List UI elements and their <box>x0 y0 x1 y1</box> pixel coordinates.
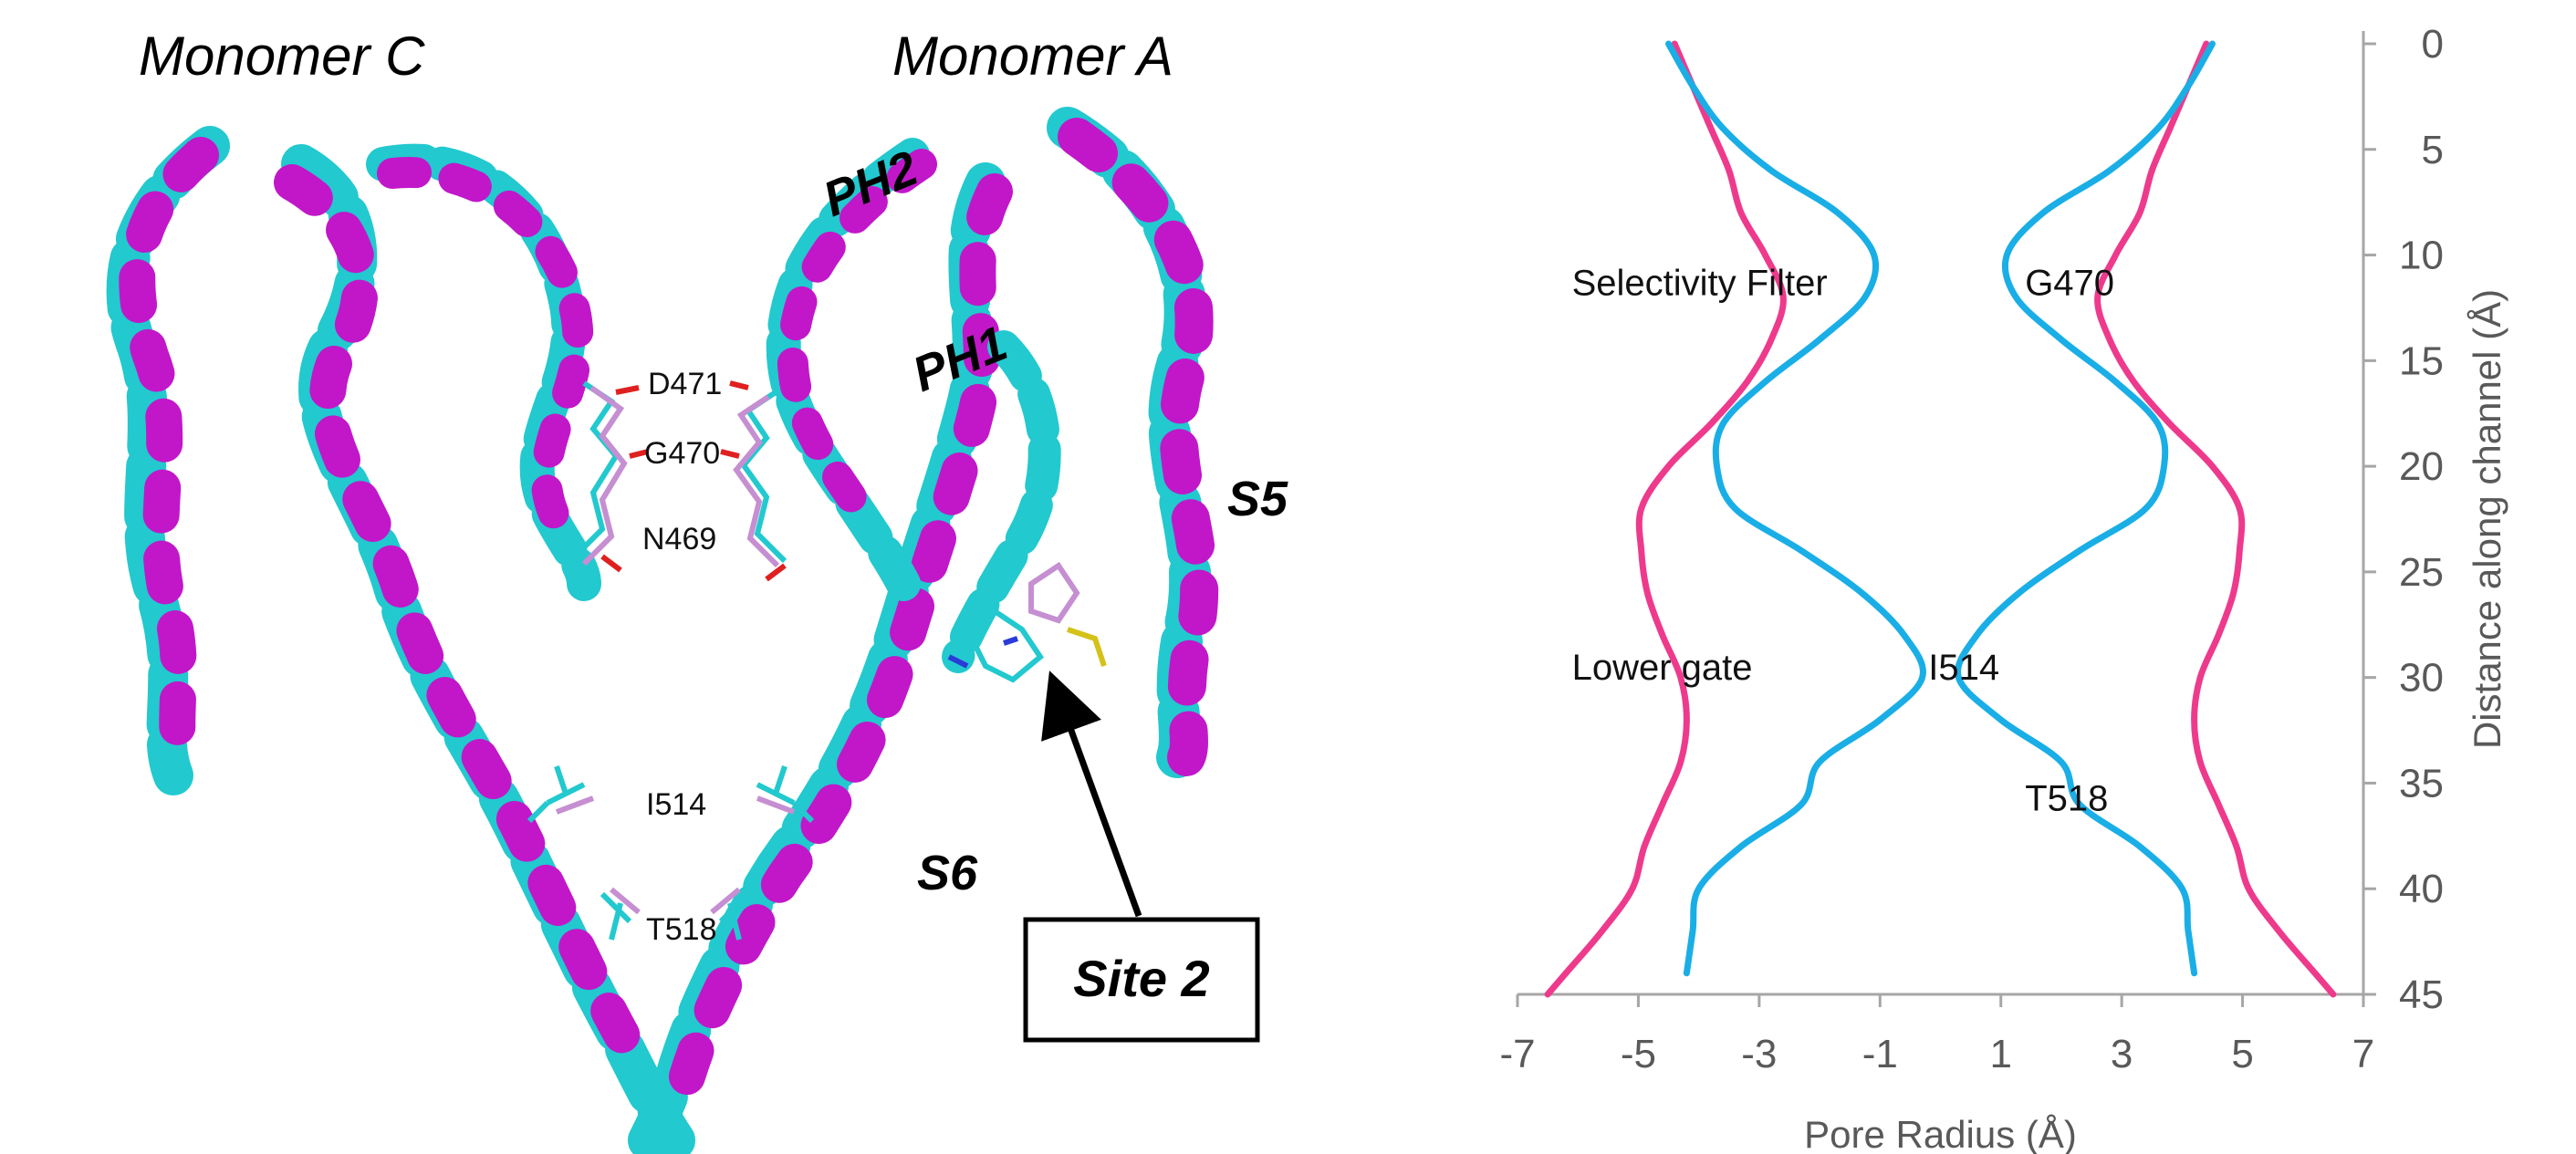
y-axis: 0 5 10 15 20 25 30 35 40 45 <box>2362 22 2444 1017</box>
residue-label-n469: N469 <box>642 522 716 556</box>
series-0-right-line <box>2094 40 2337 998</box>
residue-label-i514: I514 <box>646 787 706 822</box>
x-tick-label: -7 <box>1499 1032 1535 1076</box>
site2-arrow <box>1041 671 1142 918</box>
x-tick-label: -1 <box>1862 1032 1898 1076</box>
y-tick-label: 0 <box>2422 22 2444 67</box>
chart-annotation: Lower gate <box>1572 648 1753 688</box>
x-tick-label: -3 <box>1741 1032 1777 1076</box>
structure-panel: D471 G470 N469 I514 T518 Monomer C Monom… <box>106 26 1288 1154</box>
residue-label-d471: D471 <box>648 367 722 401</box>
series-0-left-line <box>1544 40 1787 998</box>
y-tick-label: 25 <box>2399 550 2444 595</box>
y-tick-label: 35 <box>2399 761 2444 806</box>
x-tick-label: 5 <box>2231 1032 2253 1076</box>
y-axis-title: Distance along channel (Å) <box>2466 289 2508 749</box>
y-tick-label: 15 <box>2399 338 2444 383</box>
monomer-a-label: Monomer A <box>892 26 1173 87</box>
residue-label-g470: G470 <box>644 436 720 471</box>
monomer-c-label: Monomer C <box>139 26 425 87</box>
residue-label-t518: T518 <box>646 912 717 947</box>
x-tick-label: 1 <box>1989 1032 2011 1076</box>
site2-box <box>1023 917 1260 1043</box>
y-tick-label: 10 <box>2399 234 2444 278</box>
chart-annotation: T518 <box>2025 779 2108 819</box>
chart-annotation: I514 <box>1928 648 1999 688</box>
x-tick-label: -5 <box>1621 1032 1656 1076</box>
x-tick-label: 3 <box>2111 1032 2133 1076</box>
x-tick-label: 7 <box>2352 1032 2374 1076</box>
chart-annotation: Selectivity Filter <box>1572 264 1828 304</box>
s6-label: S6 <box>917 846 978 900</box>
site2-label: Site 2 <box>1073 950 1209 1007</box>
x-axis: -7 -5 -3 -1 1 3 5 7 <box>1499 993 2374 1076</box>
y-tick-label: 30 <box>2399 656 2444 701</box>
s5-label: S5 <box>1227 472 1288 526</box>
monomer-c-ribbons <box>106 126 695 1154</box>
series-1-left-line <box>1665 40 1926 977</box>
series-layer <box>1544 40 2337 998</box>
y-tick-label: 5 <box>2422 128 2444 172</box>
y-tick-label: 20 <box>2399 444 2444 489</box>
series-1-right-line <box>1955 40 2216 977</box>
y-tick-label: 40 <box>2399 867 2444 911</box>
x-axis-title: Pore Radius (Å) <box>1804 1113 2077 1154</box>
chart-annotation: G470 <box>2025 264 2114 304</box>
filter-sticks <box>527 380 1107 941</box>
y-tick-label: 45 <box>2399 972 2444 1017</box>
